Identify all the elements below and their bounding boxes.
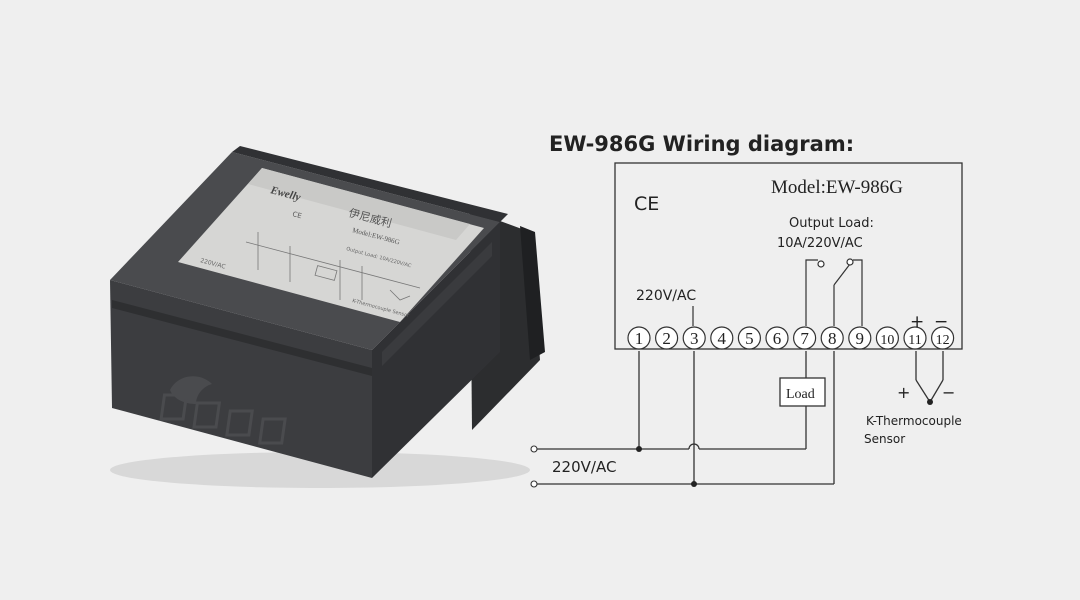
sensor-plus-top: +	[910, 312, 924, 332]
terminal-label-1: 1	[635, 329, 644, 348]
supply-label-bottom: 220V/AC	[552, 458, 616, 476]
terminal-label-9: 9	[856, 329, 865, 348]
terminal-11	[903, 326, 927, 350]
wiring-diagram: EW-986G Wiring diagram: CE Model:EW-986G…	[530, 132, 963, 488]
terminal-label-7: 7	[800, 329, 809, 348]
terminal-label-8: 8	[828, 329, 837, 348]
ce-mark: CE	[634, 193, 659, 215]
device-ce-mark: CE	[291, 210, 302, 220]
relay-contacts	[692, 258, 918, 335]
supply-terminals	[530, 445, 538, 488]
terminal-label-4: 4	[718, 329, 727, 348]
sensor-minus-top: −	[934, 312, 948, 332]
device-side-face	[110, 280, 372, 478]
diagram-heading: EW-986G Wiring diagram:	[549, 132, 854, 156]
controller-device: Ewelly 伊尼威利 Model:EW-986G CE 220V/AC Out…	[110, 146, 545, 488]
box-model-text: Model:EW-986G	[771, 177, 903, 198]
controller-box	[614, 162, 963, 350]
terminal-label-10: 10	[880, 333, 894, 348]
terminal-6	[765, 326, 789, 350]
external-wiring	[537, 351, 944, 485]
terminal-4	[710, 326, 734, 350]
junction-dots	[636, 399, 933, 487]
terminal-12	[930, 326, 955, 350]
sensor-label-line2: Sensor	[864, 432, 905, 446]
device-label-sticker: Ewelly 伊尼威利 Model:EW-986G CE 220V/AC Out…	[178, 168, 484, 322]
device-right-face	[372, 222, 500, 478]
terminal-2	[654, 326, 679, 350]
terminal-label-6: 6	[773, 329, 782, 348]
terminal-label-3: 3	[690, 329, 699, 348]
supply-label-top: 220V/AC	[636, 288, 696, 304]
output-load-rating: 10A/220V/AC	[777, 236, 863, 251]
terminal-label-12: 12	[936, 333, 950, 348]
embossed-logo	[159, 376, 287, 445]
device-shadow	[110, 452, 530, 488]
terminal-label-11: 11	[908, 333, 921, 348]
terminal-label-2: 2	[662, 329, 671, 348]
terminal-3	[682, 326, 706, 350]
load-label: Load	[786, 387, 815, 402]
terminal-9	[848, 326, 872, 350]
terminal-10	[875, 326, 900, 350]
terminal-5	[737, 326, 762, 350]
sensor-plus: +	[897, 383, 910, 402]
sensor-label-line1: K-Thermocouple	[866, 414, 962, 428]
terminal-label-5: 5	[745, 329, 754, 348]
terminal-7	[792, 326, 817, 350]
terminal-1	[627, 326, 651, 350]
sensor-minus: −	[942, 383, 955, 402]
output-load-label: Output Load:	[789, 216, 874, 231]
terminal-8	[820, 326, 844, 350]
